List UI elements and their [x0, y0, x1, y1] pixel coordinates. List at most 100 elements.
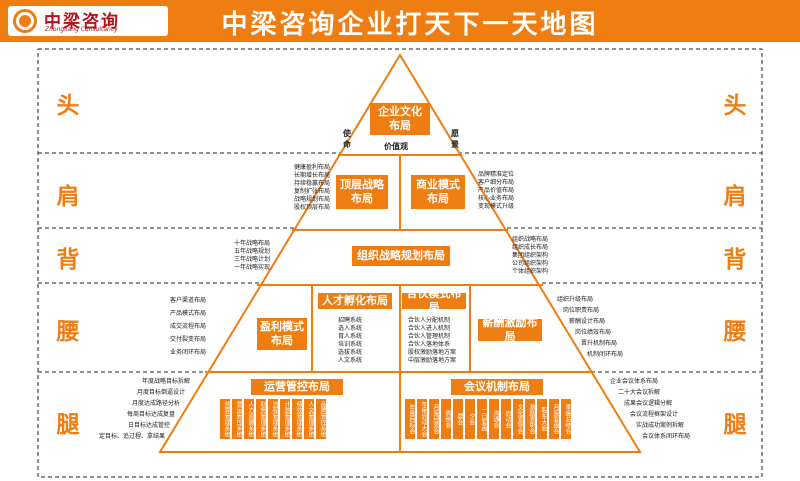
list-item: 中层激励落地方案	[408, 357, 457, 364]
list-item: 客户渠道布局	[169, 297, 206, 304]
vision-label: 愿 景	[451, 129, 459, 149]
list-item: 公司组织架构	[512, 260, 549, 267]
ops-bar: 绩效管理系统	[292, 399, 302, 439]
meeting-bar: 一日复盘	[477, 399, 487, 439]
meeting-bar: 夕会	[465, 399, 475, 439]
shoulder-left-list: 健康盈利布局 长期增长布局 持续稳赢布局 复制扩张布局 战略规划布局 股权顶层布…	[240, 164, 330, 212]
meeting-bar: 季度总结会	[561, 399, 571, 439]
list-item: 岗位绩效布局	[575, 329, 612, 336]
list-item: 客户细分布局	[478, 179, 515, 186]
list-item: 年度战略目标拆解	[141, 378, 190, 385]
list-item: 薪酬设计布局	[569, 318, 606, 325]
meeting-bar: 启动会	[501, 399, 511, 439]
ops-box: 运营管控布局	[251, 379, 343, 395]
list-item: 会议体系闭环布局	[642, 433, 691, 440]
list-item: 晋升机制布局	[581, 340, 618, 347]
side-right-leg: 腿	[723, 412, 747, 438]
meeting-bar: 年度启动大会	[417, 399, 427, 439]
talent-list: 招聘系统 选人系统 育人系统 培训系统 选拔系统 人文系统	[338, 317, 388, 365]
list-item: 产品价值布局	[478, 187, 515, 194]
ops-bar: 预算管理系统	[220, 399, 230, 439]
meeting-box: 会议机制布局	[451, 379, 543, 395]
meeting-bar: 年度目标会	[405, 399, 415, 439]
meeting-bar: 文化宣导会	[513, 399, 523, 439]
ops-bar: 营运管控系统	[232, 399, 242, 439]
side-left-waist: 腰	[56, 319, 80, 345]
ops-bar: 流程管理系统	[268, 399, 278, 439]
list-item: 日目标达成管控	[127, 422, 170, 429]
list-item: 每周目标达成复盘	[126, 411, 175, 418]
list-item: 十年战略布局	[233, 240, 270, 247]
list-item: 合伙人进入机制	[408, 325, 451, 332]
salary-box: 薪酬激励布局	[478, 316, 542, 343]
list-item: 股权激励落地方案	[408, 349, 457, 356]
ops-bars: 预算管理系统 营运管控系统 人力资源系统 财务管理系统 流程管理系统 计划管理系…	[220, 399, 326, 439]
talent-box: 人才孵化布局	[318, 293, 392, 309]
list-item: 成交流程布局	[169, 323, 206, 330]
list-item: 组织战略布局	[512, 236, 549, 243]
seal-icon	[13, 9, 37, 33]
meeting-bars: 年度目标会 年度启动大会 月度经营会 周例会 晨会 夕会 一日复盘 沟通会 启动…	[405, 399, 571, 439]
list-item: 会议流程框架设计	[630, 411, 679, 418]
list-item: 业务闭环布局	[169, 349, 206, 356]
side-right-back: 背	[723, 247, 747, 273]
list-item: 三年战略计划	[233, 256, 270, 263]
meeting-bar: 月度经营会	[429, 399, 439, 439]
list-item: 合伙人管理机制	[408, 333, 451, 340]
logo-subtitle: Zhongliang Consultancy	[45, 26, 118, 33]
values-label: 价值观	[384, 142, 408, 151]
list-item: 核心业务布局	[478, 195, 515, 202]
ops-bar: 计划管理系统	[280, 399, 290, 439]
list-item: 实战成功案例拆解	[636, 422, 685, 429]
list-item: 机制闭环布局	[587, 351, 624, 358]
list-item: 变现模式升级	[478, 203, 515, 210]
list-item: 组织成长布局	[512, 244, 549, 251]
list-item: 选人系统	[338, 325, 363, 332]
list-item: 品牌精准定位	[478, 171, 515, 178]
list-item: 产品模式布局	[169, 310, 206, 317]
side-right-head: 头	[723, 93, 747, 119]
profit-model-box: 盈利模式 布局	[257, 318, 307, 350]
list-item: 合伙人落地体系	[408, 341, 451, 348]
list-item: 成果会议逻辑分解	[624, 400, 673, 407]
leg-right-list: 企业会议体系布局 二十大会议拆解 成果会议逻辑分解 会议流程框架设计 实战成功案…	[610, 378, 740, 441]
top-strategy-box: 顶层战略 布局	[336, 175, 388, 209]
side-left-head: 头	[56, 93, 80, 119]
list-item: 组织升级布局	[557, 296, 594, 303]
list-item: 交付裂变布局	[169, 336, 206, 343]
list-item: 一年战略实现	[233, 264, 270, 271]
list-item: 集团组织架构	[512, 252, 549, 259]
shoulder-right-list: 品牌精准定位 客户细分布局 产品价值布局 核心业务布局 变现模式升级	[478, 171, 568, 211]
list-item: 岗位职责布局	[563, 307, 600, 314]
list-item: 月度达成路径分析	[131, 400, 180, 407]
list-item: 个体组织架构	[512, 268, 549, 275]
list-item: 合伙人分配机制	[408, 317, 451, 324]
waist-left-list: 客户渠道布局 产品模式布局 成交流程布局 交付裂变布局 业务闭环布局	[116, 297, 206, 357]
list-item: 招聘系统	[338, 317, 363, 324]
list-item: 五年战略规划	[233, 248, 270, 255]
list-item: 月度目标倒逼设计	[136, 389, 185, 396]
list-item: 育人系统	[338, 333, 363, 340]
list-item: 战略规划布局	[293, 196, 330, 203]
side-right-shoulder: 肩	[723, 184, 747, 210]
logo-name: 中梁咨询	[44, 12, 120, 32]
list-item: 股权顶层布局	[293, 204, 330, 211]
org-strategy-box: 组织战略规划布局	[352, 246, 450, 266]
meeting-bar: 月度复盘会	[549, 399, 559, 439]
ops-bar: 财务管理系统	[256, 399, 266, 439]
meeting-bar: 激励表彰会	[525, 399, 535, 439]
side-left-back: 背	[56, 247, 80, 273]
page-title: 中梁咨询企业打天下一天地图	[221, 10, 599, 40]
culture-box: 企业文化 布局	[370, 103, 430, 135]
side-left-leg: 腿	[56, 412, 80, 438]
list-item: 定目标、追过程、拿结果	[98, 433, 165, 440]
list-item: 培训系统	[338, 341, 363, 348]
list-item: 二十大会议拆解	[618, 389, 661, 396]
back-right-list: 组织战略布局 组织成长布局 集团组织架构 公司组织架构 个体组织架构	[512, 236, 602, 276]
meeting-bar: 股东大会	[537, 399, 547, 439]
list-item: 健康盈利布局	[293, 164, 330, 171]
business-model-box: 商业模式 布局	[411, 175, 465, 209]
list-item: 选拔系统	[338, 349, 363, 356]
list-item: 持续稳赢布局	[293, 180, 330, 187]
leg-left-list: 年度战略目标拆解 月度目标倒逼设计 月度达成路径分析 每周目标达成复盘 日目标达…	[60, 378, 190, 441]
